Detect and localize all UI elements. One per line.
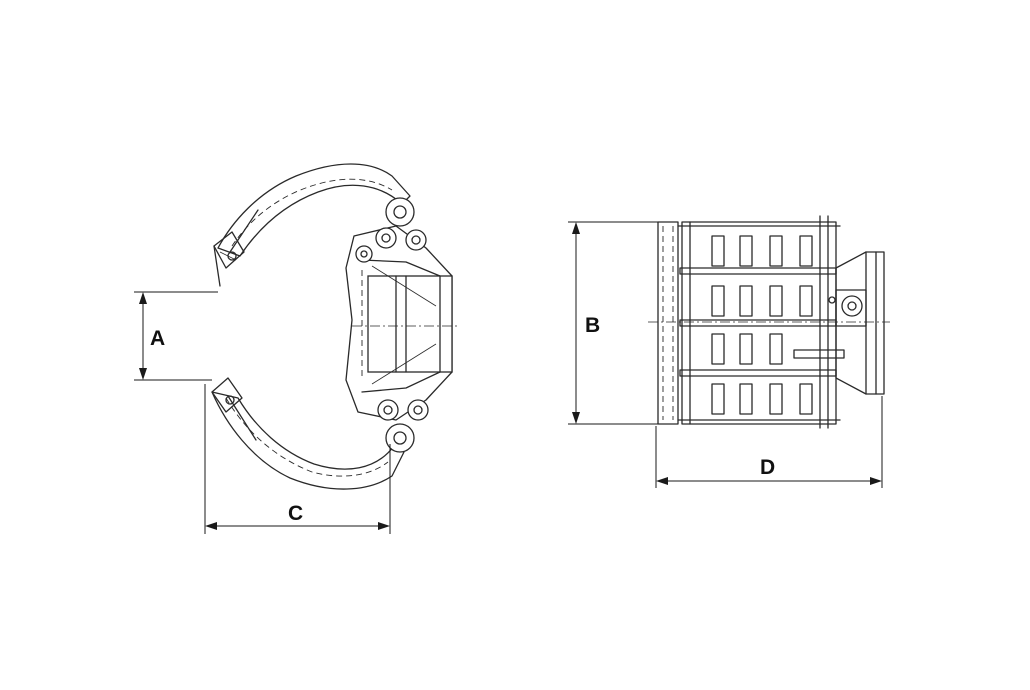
rotator-mount (648, 251, 890, 395)
grapple-head (345, 225, 460, 421)
dimension-b-label: B (585, 314, 600, 337)
lower-pins (377, 399, 429, 453)
dimension-a: A (134, 291, 218, 381)
dimension-a-label: A (150, 327, 165, 350)
lower-jaw (211, 377, 405, 490)
upper-jaw (213, 163, 411, 287)
grapple-front-view: B D (568, 215, 890, 488)
dimension-c: C (204, 384, 391, 534)
dimension-b: B (568, 221, 658, 425)
dimension-c-label: C (288, 502, 303, 525)
upper-pins (355, 197, 427, 263)
dimension-d: D (655, 396, 883, 488)
dimension-d-label: D (760, 456, 775, 479)
tines (711, 235, 813, 415)
grapple-side-view: A C (134, 163, 460, 534)
